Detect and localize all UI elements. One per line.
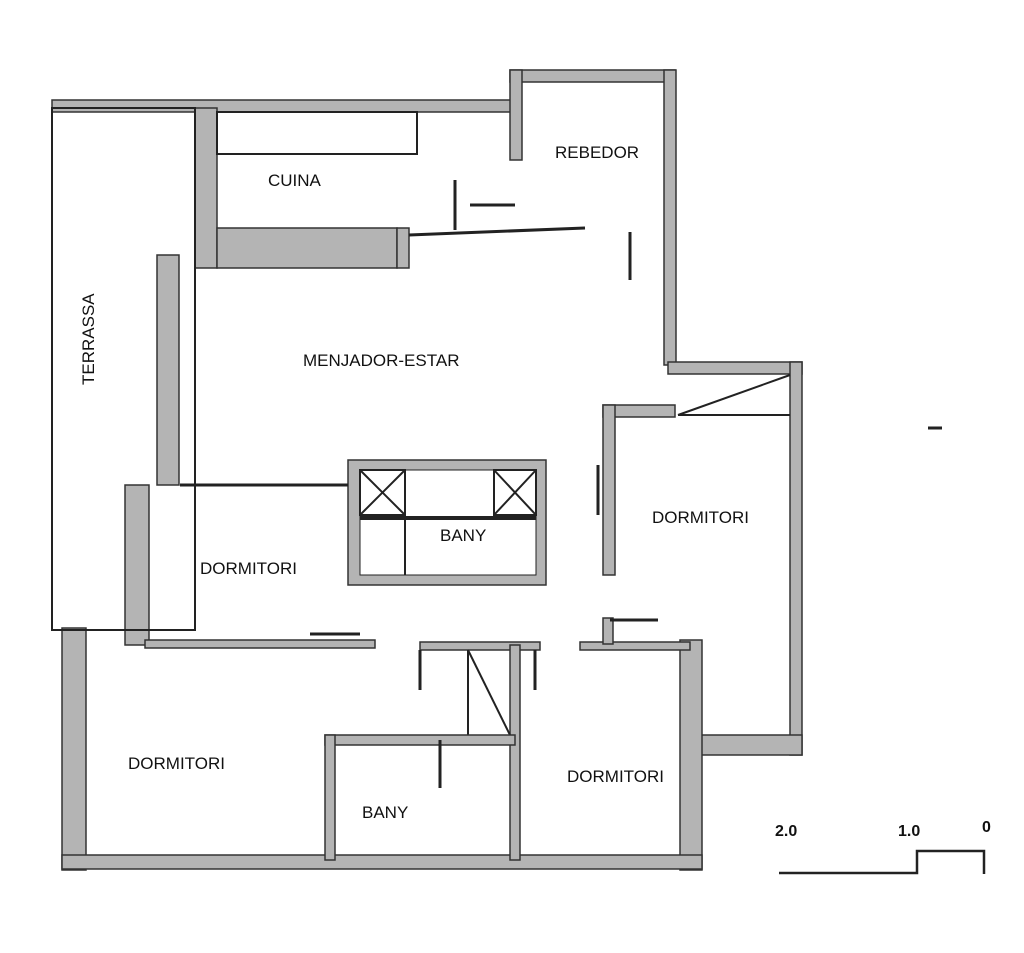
room-label-dormitori-right: DORMITORI bbox=[652, 508, 749, 527]
wall bbox=[324, 734, 516, 746]
kitchen-counter bbox=[216, 111, 418, 155]
room-label-dormitori-bottom-right: DORMITORI bbox=[567, 767, 664, 786]
scale-label-1: 1.0 bbox=[898, 823, 920, 840]
wall bbox=[602, 404, 616, 576]
wall bbox=[679, 639, 703, 871]
scale-label-2: 2.0 bbox=[775, 823, 797, 840]
terrace-outline bbox=[51, 107, 196, 631]
room-label-terrassa: TERRASSA bbox=[79, 293, 98, 385]
room-label-bany-central: BANY bbox=[440, 526, 486, 545]
scale-bar: 2.0 1.0 0 bbox=[775, 819, 991, 875]
kitchen-counter bbox=[216, 227, 398, 269]
walls bbox=[51, 69, 803, 871]
wall bbox=[144, 639, 376, 649]
room-label-rebedor: REBEDOR bbox=[555, 143, 639, 162]
wall bbox=[124, 484, 150, 646]
wall bbox=[61, 627, 87, 871]
room-label-bany-bottom: BANY bbox=[362, 803, 408, 822]
room-label-menjador-estar: MENJADOR-ESTAR bbox=[303, 351, 459, 370]
wall bbox=[61, 854, 703, 870]
wall bbox=[509, 644, 521, 861]
wall bbox=[51, 99, 518, 113]
wall bbox=[419, 641, 541, 651]
scale-line bbox=[779, 849, 986, 875]
room-labels: CUINA REBEDOR TERRASSA MENJADOR-ESTAR BA… bbox=[79, 143, 749, 822]
wall bbox=[509, 69, 676, 83]
wall bbox=[667, 361, 803, 375]
wall bbox=[396, 227, 410, 269]
wall bbox=[789, 361, 803, 756]
room-label-cuina: CUINA bbox=[268, 171, 322, 190]
wall bbox=[663, 69, 677, 366]
wall bbox=[156, 254, 180, 486]
wall bbox=[194, 107, 218, 269]
wall bbox=[509, 69, 523, 161]
wall bbox=[602, 617, 614, 645]
scale-label-0: 0 bbox=[982, 819, 991, 836]
wall bbox=[324, 734, 336, 861]
wall bbox=[579, 641, 691, 651]
room-label-dormitori-bottom-left: DORMITORI bbox=[128, 754, 225, 773]
room-label-dormitori-left: DORMITORI bbox=[200, 559, 297, 578]
